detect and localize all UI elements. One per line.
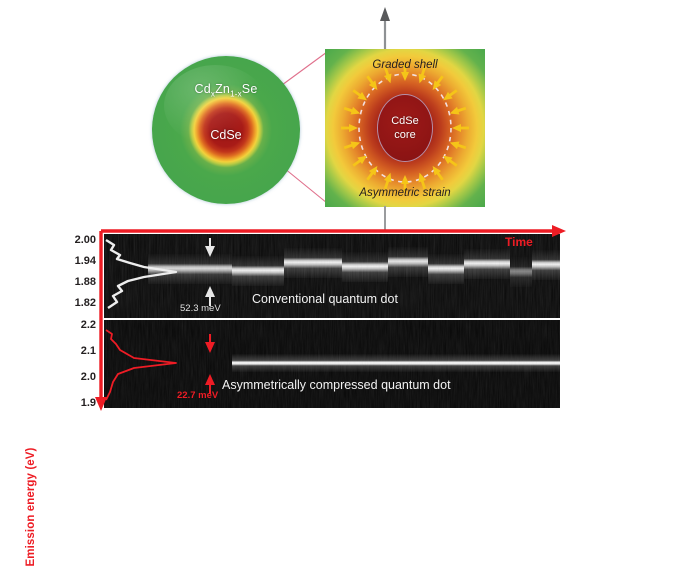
tick-label: 2.00 — [74, 234, 96, 246]
shell-composition-label: CdxZn1-xSe — [194, 82, 258, 99]
zoom-core-label: CdSe core — [391, 115, 419, 141]
graded-shell-detail-panel: CdSe core Graded shell Asymmetric strain — [325, 49, 485, 207]
compressed-spectral-image — [104, 320, 560, 408]
conventional-linewidth-label: 52.3 meV — [180, 303, 221, 314]
tick-label: 2.1 — [80, 345, 96, 357]
tick-label: 2.0 — [80, 371, 96, 383]
compressed-panel-caption: Asymmetrically compressed quantum dot — [222, 378, 451, 392]
conventional-spectral-image — [104, 234, 560, 318]
up-arrow-icon — [380, 7, 390, 54]
strain-arrows-group — [341, 64, 469, 192]
compressed-linewidth-label: 22.7 meV — [177, 390, 219, 401]
graded-shell-label: Graded shell — [372, 59, 438, 71]
spectral-time-trace-figure: Emission energy (eV) 2.00 1.94 1.88 1.82… — [0, 215, 700, 566]
y-ticks-bottom-panel: 2.2 2.1 2.0 1.9 — [62, 320, 96, 410]
tick-label: 1.88 — [74, 276, 96, 288]
y-axis-title: Emission energy (eV) — [25, 447, 37, 567]
y-ticks-top-panel: 2.00 1.94 1.88 1.82 — [62, 235, 96, 317]
red-axis-frame — [95, 225, 566, 411]
zoom-to-spectra-connector — [384, 206, 386, 230]
asymmetric-strain-label: Asymmetric strain — [359, 187, 451, 199]
tick-label: 1.94 — [74, 255, 96, 267]
conventional-panel-caption: Conventional quantum dot — [252, 292, 398, 306]
tick-label: 2.2 — [80, 319, 96, 331]
tick-label: 1.82 — [74, 297, 96, 309]
compressed-spectral-panel: Asymmetrically compressed quantum dot 22… — [104, 320, 560, 408]
core-composition-label: CdSe — [210, 128, 242, 142]
tick-label: 1.9 — [80, 397, 96, 409]
quantum-dot-schematic: CdxZn1-xSe CdSe — [0, 0, 700, 230]
cdse-core-ellipse — [377, 94, 433, 162]
conventional-spectral-panel: Conventional quantum dot 52.3 meV — [104, 234, 560, 318]
time-axis-label: Time — [505, 235, 533, 249]
